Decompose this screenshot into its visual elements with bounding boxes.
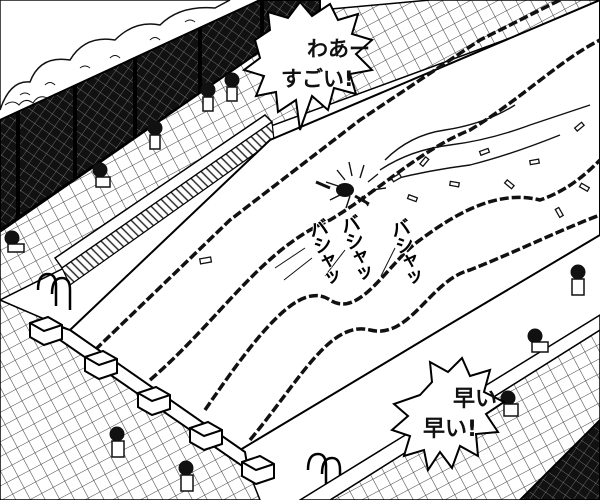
speech-bubble-top (241, 0, 375, 131)
speech-bubble-bottom (390, 356, 506, 473)
speech-text-fast-line1: 早い (453, 387, 498, 412)
speech-text-fast-line2: 早い! (423, 417, 478, 442)
splash (325, 104, 591, 209)
starting-blocks (29, 315, 275, 486)
fence-right (518, 418, 600, 500)
swimmer (315, 180, 370, 206)
speed-lines (274, 247, 396, 281)
fence-top-left (0, 0, 321, 232)
speech-text-wow-line1: わあー (307, 37, 370, 61)
spectators (4, 72, 586, 492)
pool-ladders (36, 272, 342, 490)
speech-text-wow-line2: すごい! (281, 67, 354, 91)
lane-ropes (93, 0, 600, 442)
